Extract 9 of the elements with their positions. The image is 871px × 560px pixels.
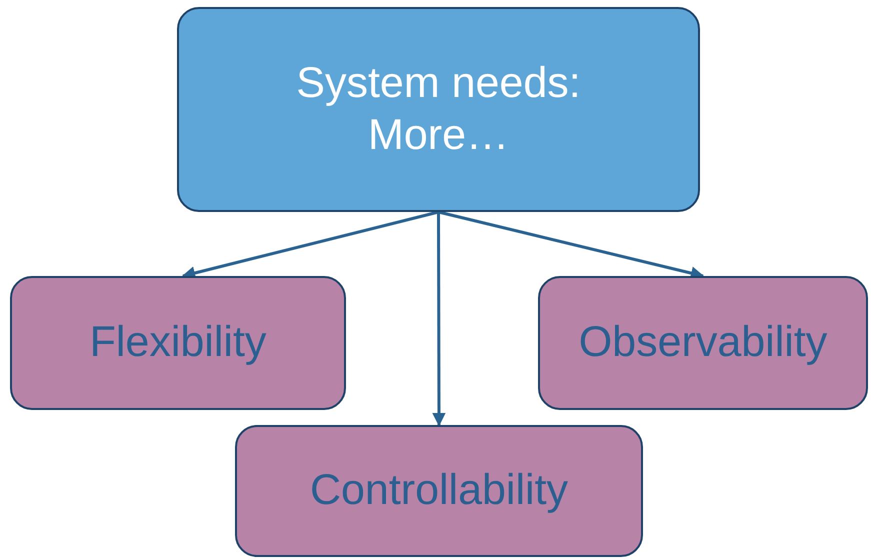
node-label: Controllability bbox=[310, 465, 568, 516]
node-label: System needs: More… bbox=[295, 58, 582, 160]
node-label: Observability bbox=[578, 317, 828, 368]
result-box bbox=[538, 276, 868, 410]
result-box bbox=[10, 276, 346, 410]
node-label: Flexibility bbox=[90, 317, 266, 368]
process-box bbox=[177, 7, 700, 212]
result-box bbox=[235, 425, 643, 557]
arrow bbox=[432, 212, 446, 426]
